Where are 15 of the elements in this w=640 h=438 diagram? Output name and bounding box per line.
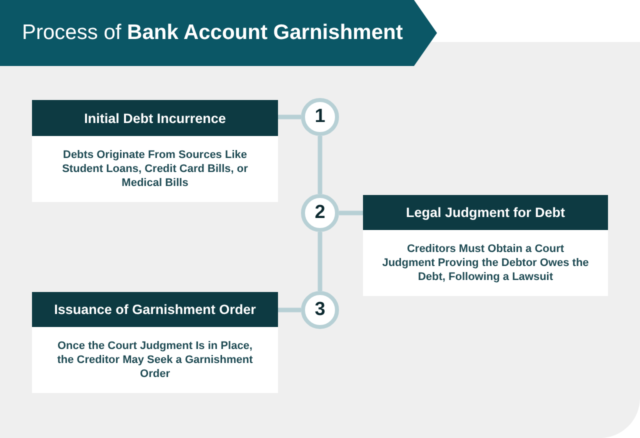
connector-line — [318, 136, 322, 194]
connector-line — [318, 232, 322, 291]
step-description: Once the Court Judgment Is in Place, the Creditor May Seek a Garnishment Order — [56, 339, 254, 381]
step-card — [363, 195, 608, 296]
step-card — [32, 100, 278, 202]
step-heading: Initial Debt Incurrence — [32, 100, 278, 136]
step-heading: Legal Judgment for Debt — [363, 195, 608, 230]
step-heading: Issuance of Garnishment Order — [32, 292, 278, 327]
step-card — [32, 292, 278, 393]
step-description: Debts Originate From Sources Like Student Loans, Credit Card Bills, or Medical Bills — [61, 148, 249, 190]
connector-line — [278, 114, 301, 120]
connector-line — [339, 210, 363, 216]
connector-line — [278, 308, 301, 312]
title: Process of Bank Account Garnishment — [22, 20, 403, 46]
step-description: Creditors Must Obtain a Court Judgment Proving the Debtor Owes the Debt, Following a Lawsuit — [381, 242, 590, 284]
